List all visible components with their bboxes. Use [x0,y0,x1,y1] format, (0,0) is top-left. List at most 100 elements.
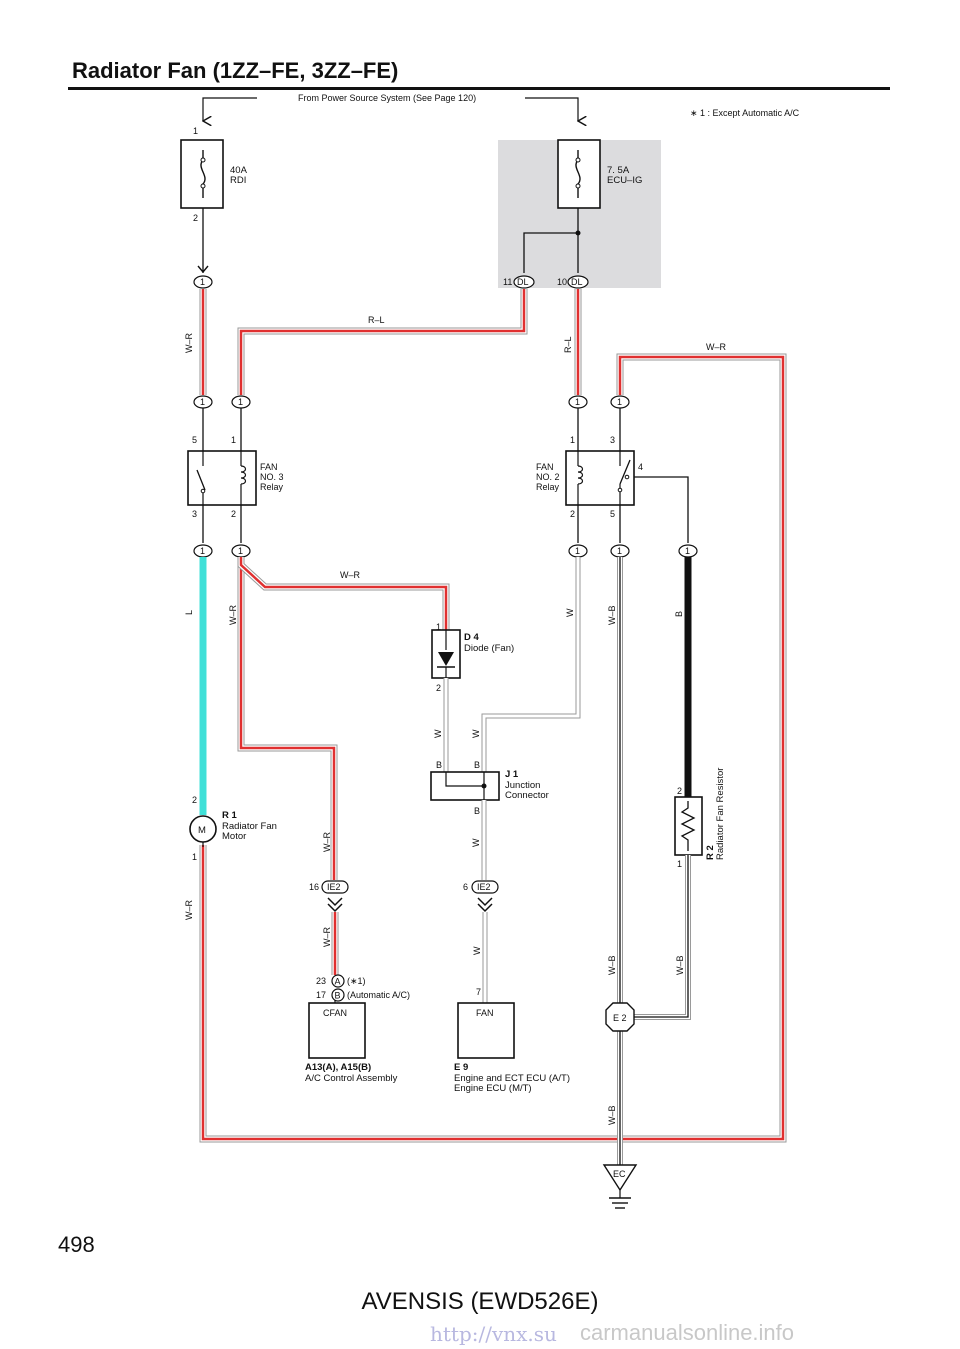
relay3-name-1: FAN [260,462,278,472]
power-line-left [203,97,257,121]
wire-label-b: B [674,611,684,617]
svg-text:1: 1 [238,546,243,556]
ground-ec: EC [602,1164,638,1209]
wire-label-w-1: W [433,729,443,738]
svg-text:1: 1 [685,546,690,556]
fuse-ecu-name: ECU–IG [607,175,642,186]
motor-code: R 1 [222,810,238,821]
ecu-name-2: Engine ECU (M/T) [454,1083,532,1094]
svg-text:2: 2 [436,683,441,693]
svg-text:1: 1 [200,397,205,407]
fuse-rdi [180,139,224,209]
relay2-name-3: Relay [536,482,560,492]
connector-1-top-left: 1 [193,265,213,289]
cfan-name: A/C Control Assembly [305,1073,398,1084]
ecu-pin: 7 [476,987,481,997]
connector-ie2-6: IE2 6 [463,880,499,913]
wire-label-w-3: W [471,729,481,738]
ecu-code: E 9 [454,1062,468,1073]
svg-text:2: 2 [570,509,575,519]
svg-text:1: 1 [575,546,580,556]
wire-label-wr-4: W–R [340,570,361,580]
svg-text:11: 11 [503,277,512,287]
connector-row2: 1 1 1 1 [193,395,630,409]
diode-name: Diode (Fan) [464,643,514,654]
svg-text:10: 10 [557,277,567,287]
wire-label-wr-top-right: W–R [706,342,727,352]
svg-text:IE2: IE2 [327,882,341,892]
svg-text:1: 1 [575,397,580,407]
svg-text:6: 6 [463,882,468,892]
wire-label-wr-3: W–R [322,832,332,853]
cfan-code: A13(A), A15(B) [305,1062,371,1073]
wire-label-wb-3: W–B [607,1105,617,1125]
power-source-label: From Power Source System (See Page 120) [298,93,476,103]
watermark-site: carmanualsonline.info [580,1320,795,1345]
wire-label-w-5: W [472,946,482,955]
junction-name-2: Connector [505,790,549,801]
svg-text:1: 1 [200,277,205,287]
ground-point-e2: E 2 [605,1002,635,1032]
diode-code: D 4 [464,632,480,643]
svg-text:A: A [335,977,341,987]
svg-text:1: 1 [238,397,243,407]
ecu-name-1: Engine and ECT ECU (A/T) [454,1073,570,1084]
svg-text:2: 2 [231,509,236,519]
svg-text:1: 1 [192,852,197,862]
resistor-code: R 2 [705,845,716,860]
fuse-rdi-pin-bottom: 2 [193,213,198,223]
svg-text:B: B [474,806,480,816]
svg-text:16: 16 [309,882,319,892]
engine-ecu [457,1002,515,1059]
svg-text:1: 1 [231,435,236,445]
svg-text:DL: DL [517,277,529,287]
connector-dl-11: DL 11 [503,275,535,289]
svg-text:1: 1 [677,859,682,869]
svg-text:23: 23 [316,976,326,986]
wire-label-wr-1: W–R [184,333,194,354]
motor-symbol: M [198,825,206,836]
svg-text:2: 2 [677,786,682,796]
watermark-link[interactable]: http://vnx.su [430,1322,557,1346]
wire-label-rl-1: R–L [368,315,385,325]
page-title: Radiator Fan (1ZZ–FE, 3ZZ–FE) [72,58,399,83]
cfan-label: CFAN [323,1008,347,1018]
junction-code: J 1 [505,769,519,780]
wire-label-rl-2: R–L [563,336,573,353]
motor-name-1: Radiator Fan [222,821,277,832]
page-number: 498 [58,1232,95,1257]
power-line-right [525,97,578,121]
svg-text:1: 1 [436,622,441,632]
svg-text:B: B [335,991,341,1001]
ac-pin-b: B 17 (Automatic A/C) [316,988,410,1002]
svg-text:B: B [474,760,480,770]
relay3-name-3: Relay [260,482,284,492]
ac-pin-a: A 23 (∗1) [316,974,366,988]
svg-text:2: 2 [192,795,197,805]
svg-text:EC: EC [613,1169,626,1179]
connector-row3: 1 1 1 1 1 [193,544,698,558]
fuse-rdi-pin-top: 1 [193,126,198,136]
svg-text:17: 17 [316,990,326,1000]
svg-text:5: 5 [192,435,197,445]
relay2-name-1: FAN [536,462,554,472]
svg-text:4: 4 [638,462,643,472]
wire-label-wb-4: W–B [675,955,685,975]
wire-label-wr-5: W–R [322,927,332,948]
svg-text:1: 1 [200,546,205,556]
svg-text:3: 3 [192,509,197,519]
connector-dl-10: DL 10 [557,275,589,289]
connector-ie2-16: IE2 16 [309,880,349,913]
relay-fan-no3 [187,450,257,506]
relay2-name-2: NO. 2 [536,472,560,482]
junction-name-1: Junction [505,780,540,791]
ecu-fan-label: FAN [476,1008,494,1018]
svg-text:B: B [436,760,442,770]
wire-label-wb-1: W–B [607,605,617,625]
title-rule [68,87,890,90]
wire-label-w-2: W [565,608,575,617]
svg-text:DL: DL [571,277,583,287]
fuse-rdi-name: RDI [230,175,246,186]
wire-label-wb-2: W–B [607,955,617,975]
